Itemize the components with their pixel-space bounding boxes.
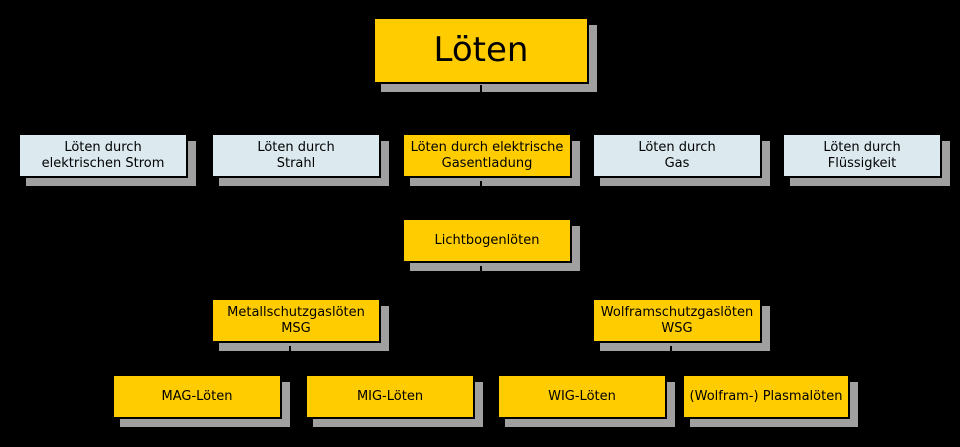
connector-lvl4-2-down [670,346,672,362]
connector-lvl5-drop-2 [383,361,385,374]
node-root-loeten[interactable]: Löten [373,17,589,84]
connector-lvl5-drop-1 [190,361,192,374]
node-wig-loeten[interactable]: WIG-Löten [497,374,667,419]
connector-lvl2-drop-3 [480,107,482,133]
node-loeten-durch-strahl[interactable]: Löten durch Strahl [211,133,381,178]
node-loeten-durch-gas[interactable]: Löten durch Gas [592,133,762,178]
connector-lvl2-drop-2 [289,107,291,133]
connector-lvl2-drop-5 [864,107,866,133]
connector-lvl2-drop-1 [96,107,98,133]
connector-lvl5-drop-3 [575,361,577,374]
connector-lvl3-down [480,266,482,283]
node-wolframschutzgasloeten-wsg[interactable]: Wolframschutzgaslöten WSG [592,298,762,343]
connector-lvl5-bus-left [190,361,384,363]
node-wolfram-plasmaloeten[interactable]: (Wolfram-) Plasmalöten [682,374,850,419]
connector-lvl4-drop-2 [670,282,672,298]
node-loeten-durch-elektrischen-strom[interactable]: Löten durch elektrischen Strom [18,133,188,178]
connector-lvl5-bus-right [575,361,765,363]
node-loeten-durch-elektrische-gasentladung[interactable]: Löten durch elektrische Gasentladung [402,133,572,178]
node-mag-loeten[interactable]: MAG-Löten [112,374,282,419]
connector-root-down [480,85,482,108]
connector-lvl4-drop-1 [289,282,291,298]
connector-lvl2-drop-4 [670,107,672,133]
connector-lvl5-drop-4 [763,361,765,374]
node-mig-loeten[interactable]: MIG-Löten [305,374,475,419]
node-lichtbogenloeten[interactable]: Lichtbogenlöten [402,218,572,263]
connector-lvl2-3-to-lvl3 [480,181,482,218]
node-metallschutzgasloeten-msg[interactable]: Metallschutzgaslöten MSG [211,298,381,343]
connector-lvl4-1-down [289,346,291,362]
node-loeten-durch-fluessigkeit[interactable]: Löten durch Flüssigkeit [782,133,942,178]
connector-lvl4-bus [289,282,671,284]
